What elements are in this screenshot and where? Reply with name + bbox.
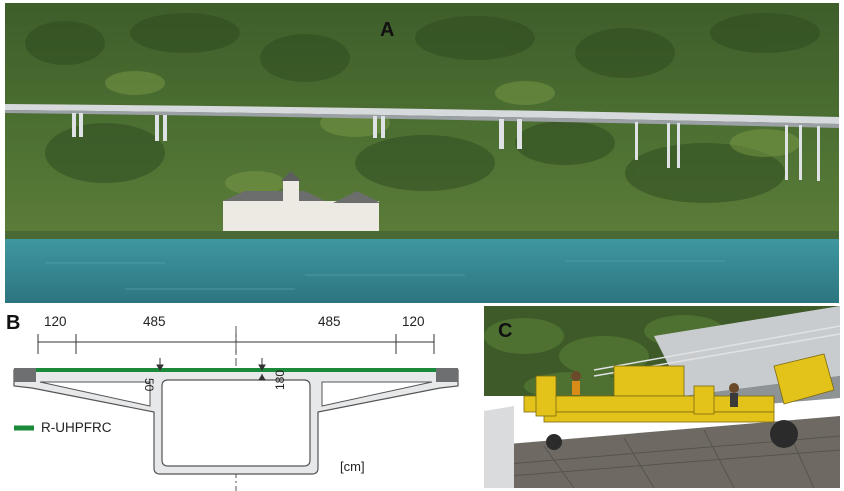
dimension-left-cantilever: 120 <box>44 314 67 329</box>
unit-label: [cm] <box>340 459 365 474</box>
dimension-right-half: 485 <box>318 314 341 329</box>
panel-b-cross-section: B 120 485 485 120 50 180 R-UHPFRC [cm] <box>0 308 480 491</box>
right-edge-barrier <box>436 368 458 382</box>
section-drawing <box>13 326 459 491</box>
shoreline <box>5 231 839 241</box>
viaduct-landscape <box>5 3 839 303</box>
right-cantilever-void <box>321 381 433 407</box>
left-barrier <box>484 406 514 488</box>
panel-a-photo: A <box>5 3 839 303</box>
legend-label: R-UHPFRC <box>41 420 112 435</box>
machine-wheels <box>546 420 798 450</box>
panel-c-label: C <box>498 320 513 342</box>
bridge-deck-surface <box>484 416 840 488</box>
lake-ripples <box>45 260 725 290</box>
panel-b-label: B <box>6 312 21 334</box>
panel-a-label: A <box>380 19 395 41</box>
left-edge-barrier <box>14 368 36 382</box>
box-void <box>161 379 311 467</box>
paver-scene <box>484 306 840 488</box>
left-cantilever-void <box>39 381 151 407</box>
thickness-arrows <box>156 358 266 381</box>
lake <box>5 239 839 303</box>
workers <box>571 371 739 407</box>
bridge-deck-shadow <box>5 110 839 128</box>
dimension-box-height: 180 <box>273 369 287 390</box>
paving-machine <box>523 353 835 423</box>
dimension-left-half: 485 <box>143 314 166 329</box>
dimension-right-cantilever: 120 <box>402 314 425 329</box>
bridge-piers <box>72 113 820 181</box>
tree-texture <box>25 13 820 203</box>
dimension-slab-thickness: 50 <box>142 378 156 392</box>
bridge-deck <box>5 104 839 124</box>
panel-c-photo: C <box>484 306 840 488</box>
